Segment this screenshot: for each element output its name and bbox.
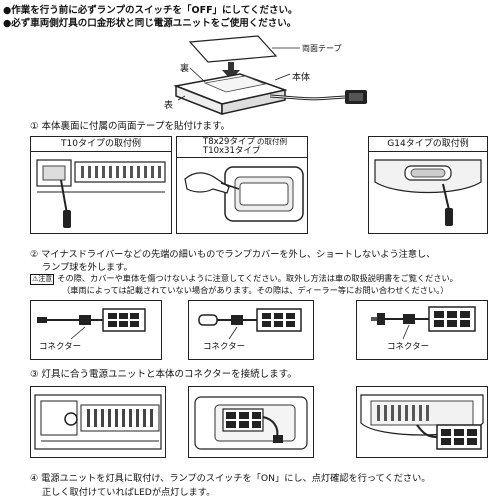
label-back: 裏: [180, 64, 190, 74]
step-4-line-1: ④ 電源ユニットを灯具に取付け、ランプのスイッチを「ON」にし、点灯確認を行って…: [30, 473, 431, 484]
step-2-line-1: ② マイナスドライバーなどの先端の細いものでランプカバーを外し、ショートしないよ…: [30, 249, 436, 260]
panel-installed-t8: [188, 386, 314, 458]
label-body: 本体: [292, 73, 311, 83]
panel-installed-t10: [30, 386, 166, 458]
intro-line-2: ●必ず車両側灯具の口金形状と同じ電源ユニットをご使用ください。: [3, 18, 297, 29]
label-double-tape: 両面テープ: [302, 44, 342, 53]
connector-t10-illustration: [37, 308, 146, 340]
connector-label-3: コネクター: [387, 342, 430, 352]
step-3-text: ③ 灯具に合う電源ユニットと本体のコネクターを接続します。: [30, 369, 297, 380]
intro-line-1: ●作業を行う前に必ずランプのスイッチを「OFF」にしてください。: [3, 5, 298, 16]
panel-connector-t10: コネクター: [30, 300, 162, 360]
connector-label-1: コネクター: [39, 342, 82, 352]
t10-illustration: [36, 159, 166, 228]
assembly-diagram: [173, 35, 367, 116]
installed-t8-illustration: [194, 396, 308, 450]
panel-g14-header: G14タイプの取付例: [369, 137, 487, 152]
connector-t8-illustration: [198, 308, 302, 340]
t8x29-illustration: [184, 166, 304, 222]
panel-t10-header: T10タイプの取付例: [31, 137, 171, 152]
step-2-line-2: ランプ球を外します。: [42, 262, 133, 273]
panel-t8x29: T8x29タイプの取付例 T10x31タイプ: [176, 136, 308, 234]
g14-illustration: [374, 159, 482, 226]
panel-t8x29-header: T8x29タイプの取付例 T10x31タイプ: [177, 137, 307, 158]
connector-g14-illustration: [371, 306, 476, 340]
caution-badge: ⚠注意: [30, 274, 55, 285]
panel-g14: G14タイプの取付例: [368, 136, 488, 234]
caution-line-2: （車両によっては記載されていない場合があります。その際は、ディーラー等にお問い合…: [62, 285, 449, 295]
installed-t10-illustration: [34, 394, 162, 450]
panel-connector-g14: コネクター: [356, 300, 488, 360]
panel-connector-t8: コネクター: [188, 300, 314, 360]
connector-label-2: コネクター: [203, 342, 246, 352]
step-1-text: ① 本体裏面に付属の両面テープを貼付けます。: [30, 121, 231, 132]
panel-installed-g14: [356, 386, 488, 458]
caution-line-1: ⚠注意その際、カバーや車体を傷つけないように注意してください。取外し方法は車の取…: [30, 273, 458, 285]
label-front: 表: [164, 101, 174, 111]
step-4-line-2: 正しく取付けていればLEDが点灯します。: [42, 487, 216, 498]
installed-g14-illustration: [360, 394, 484, 450]
panel-t10: T10タイプの取付例: [30, 136, 172, 234]
